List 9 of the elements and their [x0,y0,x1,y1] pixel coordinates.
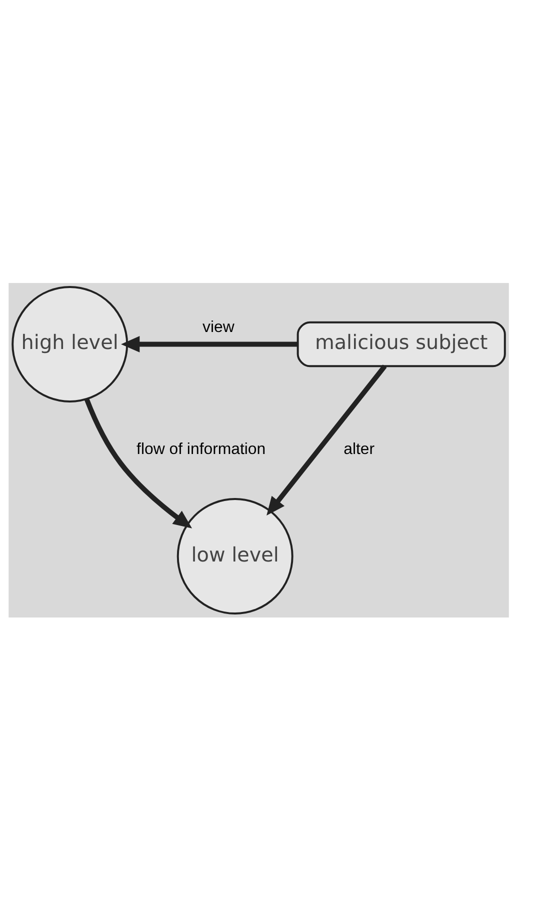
edge-label: flow of information [136,440,266,458]
arrow [84,398,192,528]
edge-label: view [202,318,234,336]
arrow [121,336,298,352]
node-circle: low level [176,498,294,614]
node-box: malicious subject [296,320,506,367]
edge-label: alter [344,440,375,458]
arrow [266,364,387,516]
node-circle: high level [12,285,128,402]
